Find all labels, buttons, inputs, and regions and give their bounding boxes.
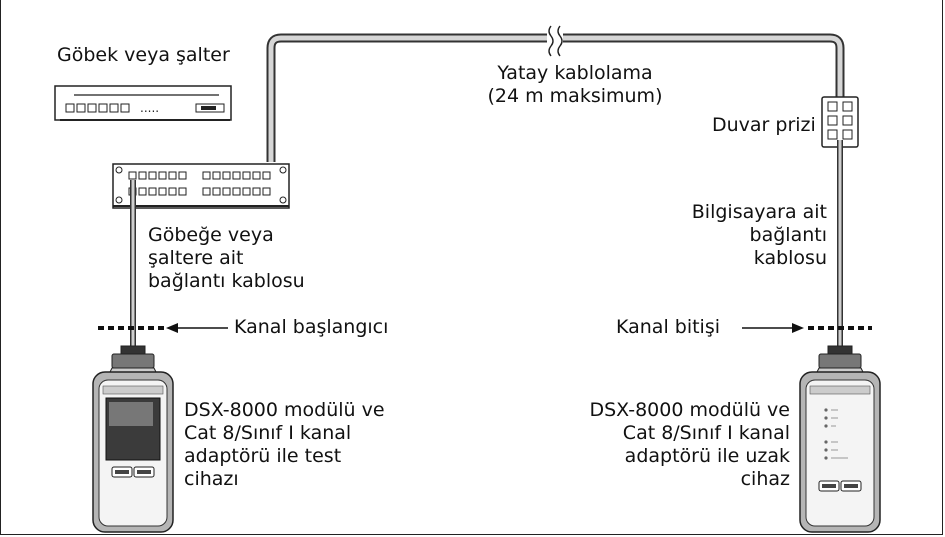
remote-tester-label: DSX-8000 modülü ve Cat 8/Sınıf I kanal a… bbox=[589, 399, 790, 490]
main-tester-label: DSX-8000 modülü ve Cat 8/Sınıf I kanal a… bbox=[184, 399, 385, 490]
channel-start-label: Kanal başlangıcı bbox=[234, 316, 389, 338]
wall-outlet bbox=[821, 96, 859, 148]
hub-switch: ..... bbox=[54, 85, 232, 121]
horizontal-cabling-label: Yatay kablolama (24 m maksimum) bbox=[487, 62, 663, 107]
channel-end-marker bbox=[742, 323, 872, 333]
hub-patch-cord-label: Göbeğe veya şaltere ait bağlantı kablosu bbox=[148, 224, 305, 292]
wall-outlet-label: Duvar prizi bbox=[712, 114, 816, 136]
remote-tester bbox=[799, 345, 881, 533]
main-tester bbox=[92, 345, 174, 533]
horizontal-cable bbox=[266, 25, 845, 162]
hub-front-dots: ..... bbox=[140, 101, 159, 115]
pc-patch-cord-label: Bilgisayara ait bağlantı kablosu bbox=[691, 201, 827, 269]
patch-panel bbox=[112, 163, 290, 209]
hub-switch-label: Göbek veya şalter bbox=[57, 44, 230, 66]
channel-start-marker bbox=[98, 323, 228, 333]
channel-end-label: Kanal bitişi bbox=[616, 316, 721, 338]
